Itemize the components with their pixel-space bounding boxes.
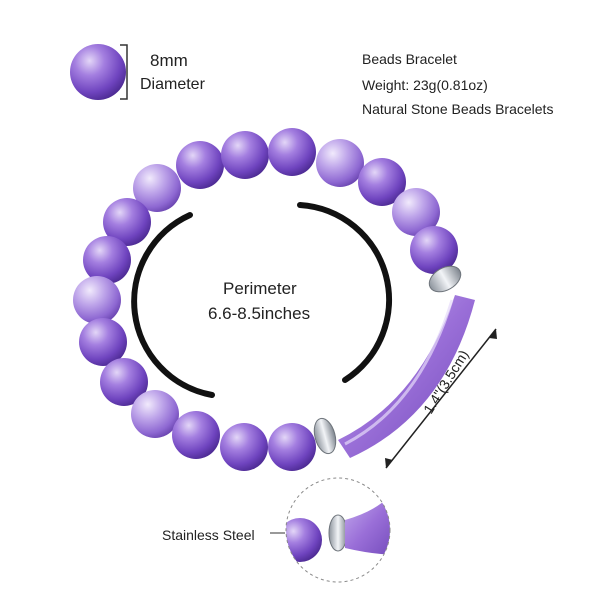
stainless-steel-label: Stainless Steel bbox=[162, 527, 255, 543]
bead-size: 8mm bbox=[150, 51, 188, 70]
bead bbox=[100, 358, 148, 406]
bead bbox=[103, 198, 151, 246]
perimeter-arc-right bbox=[297, 202, 393, 383]
bead bbox=[131, 390, 179, 438]
arrow-head-bottom bbox=[385, 458, 393, 468]
tube-length-line bbox=[385, 328, 497, 469]
bracelet-beads bbox=[73, 128, 458, 471]
reference-bead bbox=[70, 44, 126, 100]
bead bbox=[268, 128, 316, 176]
product-weight: Weight: 23g(0.81oz) bbox=[362, 77, 488, 93]
product-type: Natural Stone Beads Bracelets bbox=[362, 101, 554, 117]
arrow-head-top bbox=[489, 329, 497, 339]
perimeter-label: Perimeter bbox=[223, 279, 297, 298]
perimeter-arc-left bbox=[131, 212, 215, 398]
bead bbox=[83, 236, 131, 284]
bead bbox=[392, 188, 440, 236]
steel-spacer-lower bbox=[313, 417, 337, 455]
tube-highlight bbox=[344, 299, 454, 446]
bead bbox=[358, 158, 406, 206]
bead bbox=[73, 276, 121, 324]
zoom-detail bbox=[285, 477, 391, 583]
diameter-label: Diameter bbox=[140, 76, 205, 93]
bead bbox=[176, 141, 224, 189]
bead bbox=[268, 423, 316, 471]
product-name: Beads Bracelet bbox=[362, 51, 457, 67]
bead bbox=[221, 131, 269, 179]
bead bbox=[133, 164, 181, 212]
bead bbox=[79, 318, 127, 366]
bead bbox=[172, 411, 220, 459]
bead bbox=[220, 423, 268, 471]
bead bbox=[316, 139, 364, 187]
curved-tube-bead bbox=[338, 295, 475, 458]
steel-spacer-upper bbox=[428, 265, 462, 293]
diameter-bracket bbox=[120, 44, 128, 100]
perimeter-value: 6.6-8.5inches bbox=[208, 304, 311, 323]
bead bbox=[410, 226, 458, 274]
